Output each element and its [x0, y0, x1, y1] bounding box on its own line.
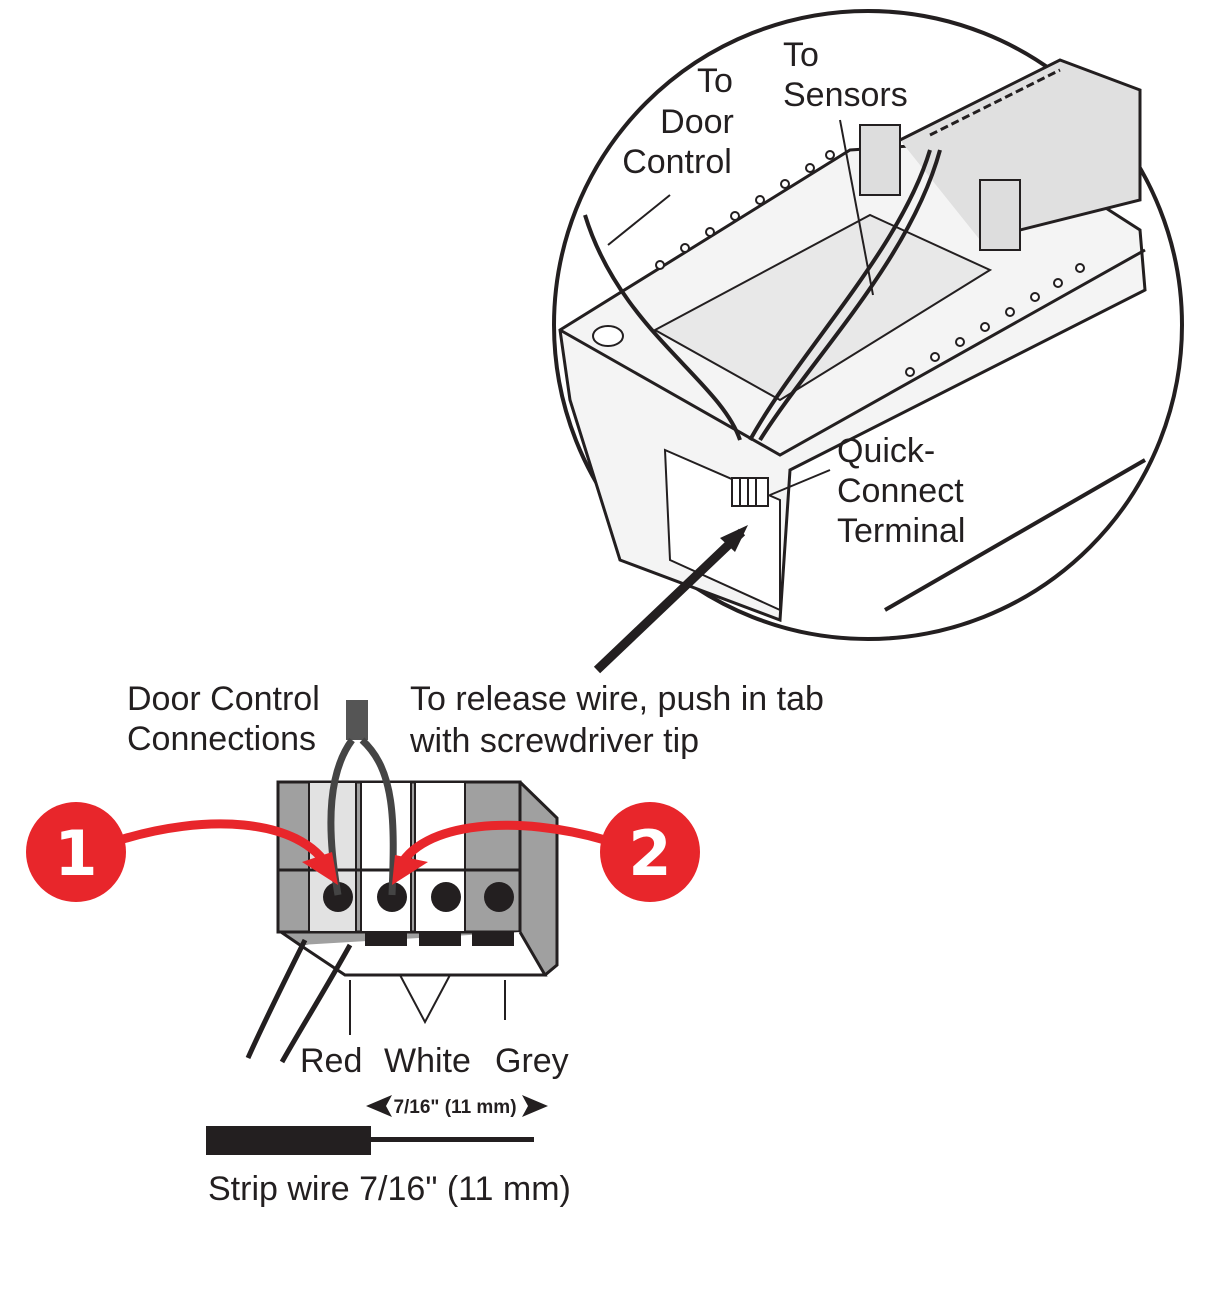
screwdriver-arrow: [593, 528, 746, 674]
label-to-door-control-3: Control: [622, 143, 732, 181]
arrow-right-icon: [522, 1095, 548, 1117]
stripped-wire-illustration: [206, 1126, 534, 1155]
strip-dimension-label: 7/16" (11 mm): [393, 1097, 516, 1118]
label-to-door-control-1: To: [697, 62, 733, 100]
label-wire-grey: Grey: [495, 1042, 569, 1080]
label-wire-white: White: [384, 1042, 471, 1080]
label-quick-connect-3: Terminal: [837, 512, 965, 550]
step-1-marker: 1: [26, 802, 338, 902]
sensors-arrow: [839, 119, 874, 296]
label-wire-red: Red: [300, 1042, 362, 1080]
strip-length-dimension: 7/16" (11 mm): [366, 1095, 548, 1118]
opener-closeup: [552, 9, 1184, 674]
arrow-left-icon: [366, 1095, 392, 1117]
label-to-sensors-1: To: [783, 36, 819, 74]
label-door-control-connections-1: Door Control: [127, 680, 320, 718]
label-door-control-connections-2: Connections: [127, 720, 316, 758]
label-release-instruction-1: To release wire, push in tab: [410, 680, 824, 718]
label-quick-connect-1: Quick-: [837, 432, 935, 470]
label-quick-connect-2: Connect: [837, 472, 964, 510]
step-2-marker: 2: [392, 802, 700, 902]
step-1-number: 1: [54, 817, 97, 890]
label-to-door-control-2: Door: [660, 103, 734, 141]
label-to-sensors-2: Sensors: [783, 76, 908, 114]
step-2-number: 2: [628, 817, 671, 890]
label-release-instruction-2: with screwdriver tip: [409, 722, 699, 760]
strip-instruction: Strip wire 7/16" (11 mm): [208, 1170, 571, 1208]
door-control-arrow: [607, 194, 671, 246]
